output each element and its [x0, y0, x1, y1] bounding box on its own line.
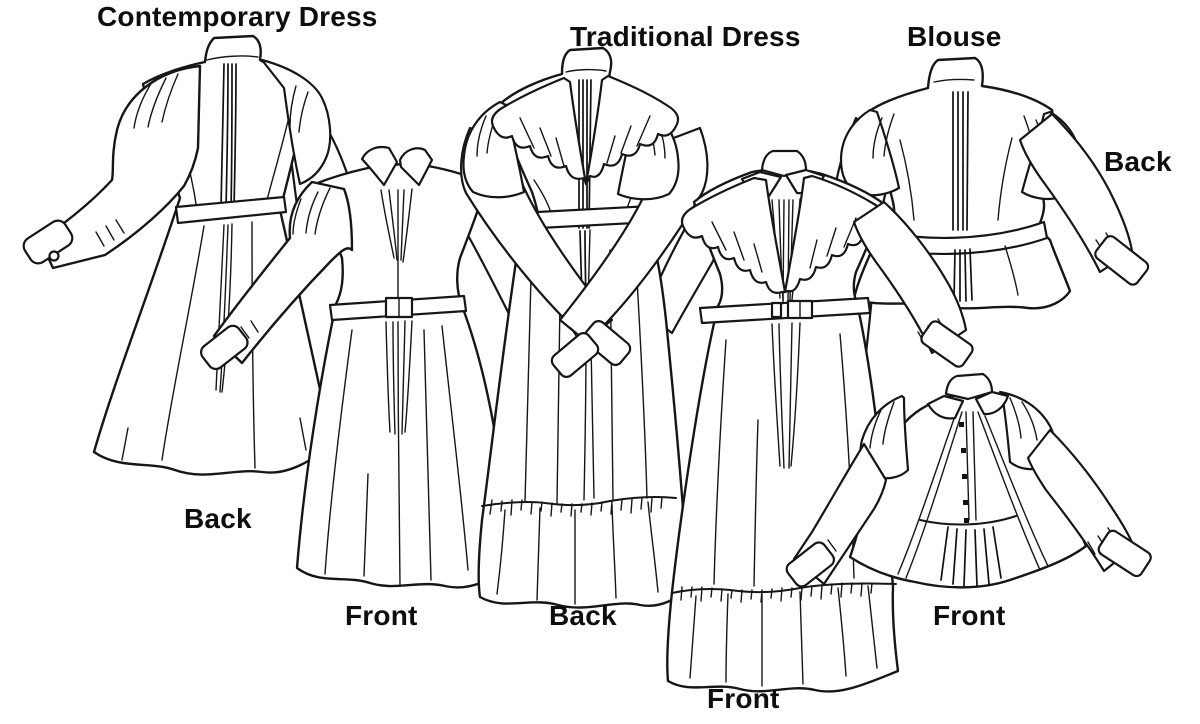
contemporary-dress-back-drawing [22, 34, 358, 476]
title-contemporary-dress: Contemporary Dress [97, 1, 378, 32]
title-blouse: Blouse [907, 21, 1002, 52]
view-label-contemporary-dress-front: Front [345, 600, 418, 631]
view-label-blouse-front: Front [933, 600, 1006, 631]
view-label-traditional-dress-front: Front [707, 683, 780, 714]
view-label-contemporary-dress-back: Back [184, 503, 252, 534]
view-label-blouse-back: Back [1104, 146, 1172, 177]
blouse-front-drawing [785, 372, 1152, 589]
title-traditional-dress: Traditional Dress [570, 21, 801, 52]
view-label-traditional-dress-back: Back [549, 600, 617, 631]
traditional-dress-back-drawing [459, 46, 709, 609]
